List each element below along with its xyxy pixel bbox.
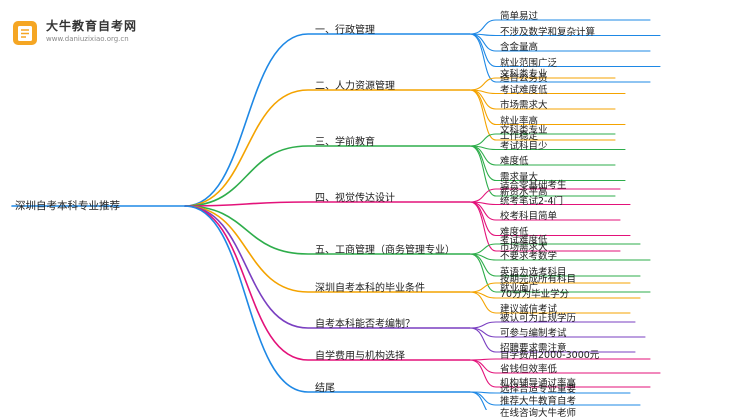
leaf-connector (469, 133, 616, 147)
brand-title: 大牛教育自考网 (46, 19, 138, 33)
leaf-connector (469, 327, 636, 353)
leaf-label: 就业范围广泛 (500, 57, 558, 69)
mindmap-connectors (11, 19, 661, 410)
leaf-connector (469, 19, 651, 35)
branch-connector (184, 205, 471, 293)
leaf-label: 在线咨询大牛老师 (500, 408, 577, 419)
leaf-label: 省钱但效率低 (500, 364, 558, 375)
leaf-label: 适合零基础考生 (500, 180, 567, 191)
leaf-connector (469, 253, 651, 261)
leaf-label: 70分为毕业学分 (500, 289, 570, 300)
leaf-label: 不要求考数学 (500, 251, 558, 262)
leaf-label: 市场需求大 (500, 242, 548, 253)
brand-url: www.daniuzixiao.org.cn (46, 35, 129, 43)
leaf-connector (469, 188, 621, 203)
branch-label: 自学费用与机构选择 (315, 351, 405, 362)
branch-label: 五、工商管理（商务管理专业） (315, 245, 455, 256)
branch-connector (184, 205, 471, 329)
leaf-label: 不涉及数学和复杂计算 (500, 26, 596, 38)
branch-connector (184, 89, 471, 207)
branch-label: 二、人力资源管理 (315, 81, 395, 92)
branch-connector (184, 201, 471, 207)
leaf-label: 含金量高 (500, 42, 539, 53)
leaf-label: 机构辅导通过率高 (500, 378, 577, 389)
leaf-label: 推荐大牛教育自考 (500, 396, 577, 407)
branch-label: 三、学前教育 (315, 137, 375, 148)
leaf-label: 招聘要求需注意 (500, 343, 567, 354)
leaf-connector (469, 77, 616, 91)
leaf-connector (469, 89, 616, 141)
brand-logo: 大牛教育自考网 www.daniuzixiao.org.cn (12, 16, 182, 50)
leaf-label: 就业面广 (500, 283, 539, 294)
leaf-label: 简单易过 (500, 11, 539, 22)
leaf-connector (469, 243, 641, 255)
branch-label: 自考本科能否考编制？ (315, 319, 415, 330)
leaf-connector (469, 253, 651, 293)
leaf-label: 考试科目少 (500, 140, 548, 152)
leaf-label: 选择合适专业重要 (500, 384, 577, 395)
leaf-label: 适合公务员 (500, 73, 548, 84)
branch-connector (184, 145, 471, 207)
branch-connector (184, 205, 471, 393)
leaf-connector (469, 145, 616, 197)
leaf-label: 考试难度低 (500, 84, 548, 96)
leaf-label: 就业率高 (500, 115, 539, 127)
leaf-label: 英语为选考科目 (500, 267, 567, 278)
leaf-label: 难度低 (500, 226, 529, 238)
leaf-label: 统考笔试2-4门 (500, 195, 564, 207)
leaf-connector (469, 33, 651, 83)
mindmap-root: 深圳自考本科专业推荐 (15, 200, 120, 212)
leaf-connector (469, 359, 661, 374)
branch-connector (184, 205, 471, 361)
leaf-label: 薪资水平高 (500, 187, 548, 198)
leaf-connector (469, 33, 661, 68)
branch-label: 结尾 (315, 383, 335, 394)
leaf-label: 需求量大 (500, 171, 539, 183)
leaf-label: 自学费用2000-3000元 (500, 350, 600, 361)
branch-label: 四、视觉传达设计 (315, 193, 395, 204)
leaf-label: 文科类专业 (500, 125, 548, 136)
leaf-label: 建议诚信考试 (500, 304, 558, 315)
leaf-label: 考试难度低 (500, 235, 548, 246)
leaf-label: 被认可为正规学历 (500, 313, 577, 324)
leaf-connector (469, 201, 621, 252)
leaf-label: 难度低 (500, 156, 529, 167)
branch-label: 一、行政管理 (315, 25, 375, 36)
leaf-label: 文科类专业 (500, 69, 548, 80)
leaf-label: 按期完成所有科目 (500, 274, 577, 285)
leaf-connector (469, 391, 488, 410)
branch-label: 深圳自考本科的毕业条件 (315, 283, 425, 294)
leaf-label: 可参与编制考试 (500, 328, 567, 339)
leaf-label: 校考科目简单 (500, 211, 558, 222)
branch-connector (184, 205, 471, 255)
leaf-label: 市场需求大 (500, 100, 548, 111)
book-icon (13, 21, 37, 45)
branch-connector (184, 33, 471, 207)
leaf-connector (469, 359, 651, 388)
leaf-connector (469, 291, 631, 314)
leaf-label: 工作稳定 (500, 131, 539, 142)
